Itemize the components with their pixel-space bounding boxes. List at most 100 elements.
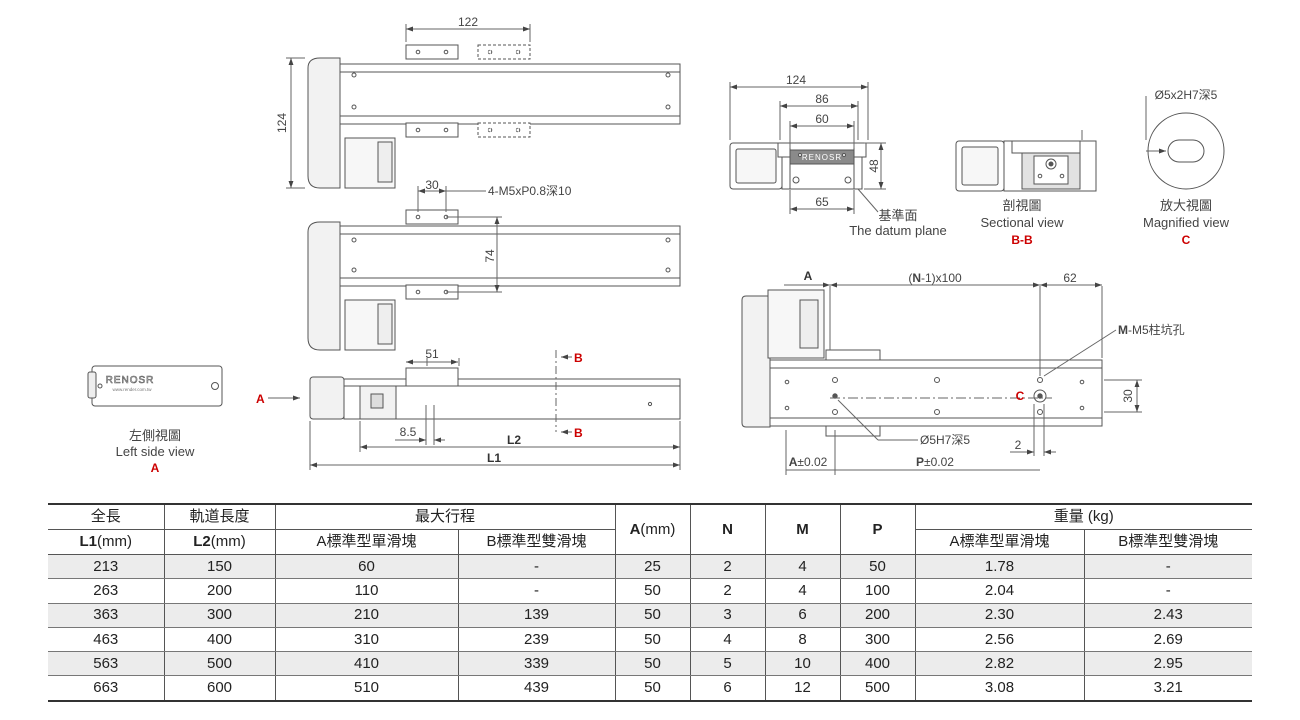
table-cell: 4	[764, 578, 841, 604]
th-n: N	[689, 503, 766, 555]
table-cell: 2	[689, 578, 766, 604]
table-cell: 139	[457, 603, 616, 628]
table-cell: 2.56	[914, 627, 1085, 653]
section-caption-ref: B-B	[1011, 233, 1033, 247]
tol-p-rest: ±0.02	[924, 455, 954, 469]
table-cell: 8	[764, 627, 841, 653]
magnified-view	[1145, 96, 1225, 190]
section-view	[955, 130, 1097, 192]
top-width-dim: 122	[458, 15, 478, 29]
table-cell: 500	[839, 675, 916, 702]
section-b-bottom: B	[574, 426, 583, 440]
table-cell: 5	[689, 651, 766, 677]
tol-p: P±0.02	[916, 455, 954, 469]
table-cell: 12	[764, 675, 841, 702]
th-l1-unit: (mm)	[97, 533, 132, 550]
table-cell: 210	[274, 603, 459, 628]
m-hole-callout: M-M5柱坑孔	[1118, 322, 1185, 337]
table-cell: 439	[457, 675, 616, 702]
left-brand-site: www.render.com.tw	[112, 387, 152, 392]
end-width-60-dim: 60	[815, 112, 829, 126]
th-a-bold: A	[629, 520, 641, 538]
magnified-callout: Ø5x2H7深5	[1155, 88, 1218, 102]
top-height-dim: 124	[275, 113, 289, 133]
table-cell: 6	[689, 675, 766, 702]
c-detail-label: C	[1016, 389, 1025, 403]
table-cell: -	[457, 554, 616, 580]
table-cell: 310	[274, 627, 459, 653]
table-cell: 2.04	[914, 578, 1085, 604]
th-weight: 重量 (kg)	[914, 503, 1252, 530]
table-cell: 150	[163, 554, 276, 580]
table-cell: 4	[689, 627, 766, 653]
table-cell: 50	[614, 627, 691, 653]
table-cell: 1.78	[914, 554, 1085, 580]
table-cell: 3	[689, 603, 766, 628]
datum-caption-en: The datum plane	[849, 223, 947, 238]
th-stroke-single: A標準型單滑塊	[274, 529, 459, 555]
table-cell: -	[457, 578, 616, 604]
table-cell: 10	[764, 651, 841, 677]
table-cell: 463	[48, 627, 165, 653]
l2-label: L2	[507, 433, 521, 447]
end-width-65-dim: 65	[815, 195, 829, 209]
middle-view	[307, 186, 681, 351]
table-cell: 110	[274, 578, 459, 604]
table-cell: 300	[163, 603, 276, 628]
magnified-caption-en: Magnified view	[1143, 215, 1230, 230]
tol-p-letter: P	[916, 455, 924, 469]
pitch-30-dim: 30	[425, 178, 439, 192]
table-cell: 100	[839, 578, 916, 604]
th-l2-bold: L2	[193, 533, 211, 550]
th-p: P	[839, 503, 916, 555]
table-cell: 400	[839, 651, 916, 677]
pitch-dim: (N-1)x100	[908, 271, 962, 285]
front-view	[268, 350, 681, 470]
th-max-stroke: 最大行程	[274, 503, 616, 530]
pitch-n: N	[912, 271, 921, 285]
table-cell: 25	[614, 554, 691, 580]
end-62-dim: 62	[1063, 271, 1077, 285]
m-hole-bold: M	[1118, 323, 1128, 337]
table-cell: -	[1083, 554, 1252, 580]
table-cell: 2.30	[914, 603, 1085, 628]
tap-callout: 4-M5xP0.8深10	[488, 184, 572, 198]
table-cell: 200	[839, 603, 916, 628]
header-row-2: L1(mm) L2(mm) A標準型單滑塊 B標準型雙滑塊 A標準型單滑塊 B標…	[48, 529, 1252, 555]
table-cell: 510	[274, 675, 459, 702]
datum-caption-zh: 基準面	[878, 208, 917, 223]
table-cell: 400	[163, 627, 276, 653]
end-brand-logo: RENOSR	[802, 153, 842, 162]
th-total-length-zh: 全長	[48, 503, 165, 530]
table-cell: 263	[48, 578, 165, 604]
technical-drawing: 122 124 30 4-M5xP0.8深10 74	[87, 15, 1230, 475]
section-caption-zh: 剖視圖	[1002, 198, 1041, 213]
pitch-rest: -1)x100	[921, 271, 962, 285]
table-cell: 200	[163, 578, 276, 604]
th-l1: L1(mm)	[48, 529, 165, 555]
th-a-unit: (mm)	[640, 520, 676, 538]
table-cell: 50	[614, 578, 691, 604]
view-a-arrow-label: A	[256, 392, 265, 406]
tol-a-rest: ±0.02	[797, 455, 827, 469]
table-cell: 2.43	[1083, 603, 1252, 628]
table-cell: 239	[457, 627, 616, 653]
table-cell: 60	[274, 554, 459, 580]
th-stroke-double: B標準型雙滑塊	[457, 529, 616, 555]
table-cell: 363	[48, 603, 165, 628]
table-cell: 600	[163, 675, 276, 702]
table-cell: 50	[614, 603, 691, 628]
th-rail-length-zh: 軌道長度	[163, 503, 276, 530]
magnified-caption-zh: 放大視圖	[1160, 198, 1212, 213]
th-weight-single: A標準型單滑塊	[914, 529, 1085, 555]
th-l1-bold: L1	[79, 533, 98, 550]
table-cell: 563	[48, 651, 165, 677]
spec-table: 全長 軌道長度 最大行程 A(mm) N M P 重量 (kg) L1(mm) …	[48, 503, 1252, 702]
th-l2: L2(mm)	[163, 529, 276, 555]
